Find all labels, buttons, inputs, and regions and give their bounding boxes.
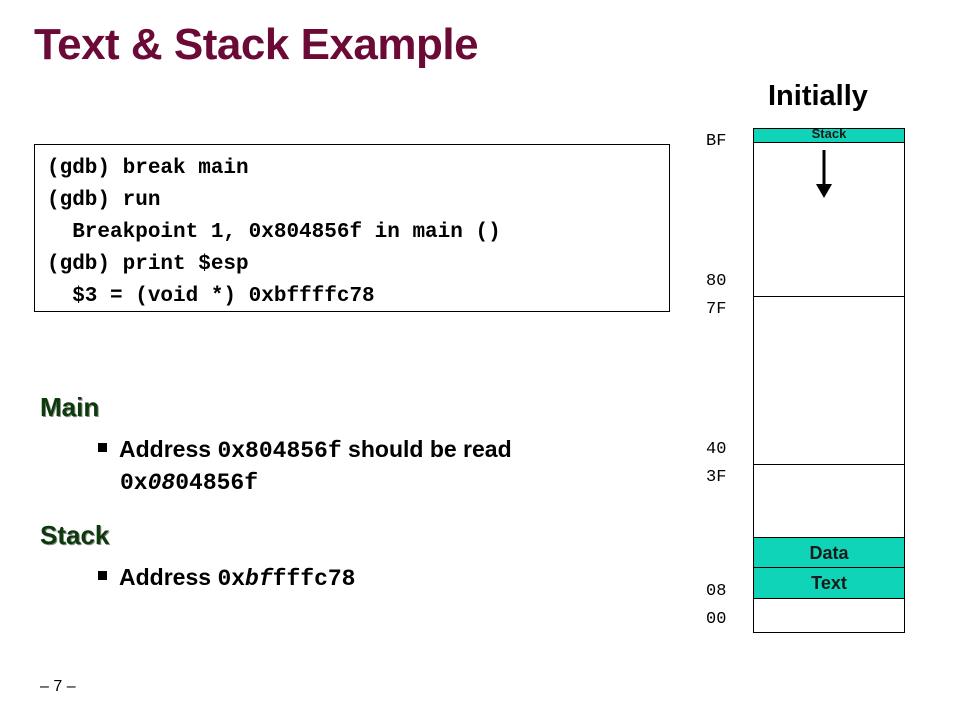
stack-bullet-code: 0xbffffc78 — [217, 566, 355, 592]
stack-bullet-prefix: Address — [119, 564, 218, 590]
data-segment: Data — [754, 537, 904, 568]
down-arrow-icon — [816, 150, 832, 198]
address-label-80: 80 — [706, 272, 727, 291]
gdb-line: (gdb) run — [47, 189, 161, 212]
data-segment-label: Data — [809, 543, 849, 563]
page-number: – 7 – — [40, 678, 76, 695]
main-bullet-suffix: should be read — [341, 436, 512, 462]
address-label-08: 08 — [706, 582, 727, 601]
stack-bullet: Address 0xbffffc78 — [98, 564, 355, 592]
main-bullet: Address 0x804856f should be read — [98, 436, 512, 464]
gdb-session-box: (gdb) break main (gdb) run Breakpoint 1,… — [34, 144, 670, 312]
diagram-label: Initially — [768, 80, 868, 112]
gdb-line: (gdb) break main — [47, 157, 249, 180]
gdb-line: (gdb) print $esp — [47, 253, 249, 276]
bullet-square-icon — [98, 443, 107, 453]
address-label-7f: 7F — [706, 300, 727, 319]
gdb-line: Breakpoint 1, 0x804856f in main () — [47, 221, 501, 244]
address-label-3f: 3F — [706, 468, 727, 487]
main-bullet-code: 0x804856f — [217, 438, 342, 464]
main-cont-prefix: 0x — [120, 470, 148, 496]
gdb-line: $3 = (void *) 0xbffffc78 — [47, 285, 375, 308]
bullet-square-icon — [98, 571, 107, 581]
stack-code-italic: bf — [245, 566, 273, 592]
main-bullet-continuation: 0x0804856f — [120, 470, 258, 496]
memory-layout: Stack Data Text — [753, 128, 905, 633]
memory-divider-80 — [754, 296, 904, 297]
main-heading: Main — [40, 392, 100, 422]
address-label-bf: BF — [706, 132, 727, 151]
memory-divider-40 — [754, 464, 904, 465]
text-segment-label: Text — [811, 573, 847, 593]
main-cont-italic: 08 — [147, 470, 176, 496]
stack-heading: Stack — [40, 520, 110, 550]
text-segment: Text — [754, 568, 904, 599]
address-label-00: 00 — [706, 610, 727, 629]
slide-title: Text & Stack Example — [34, 20, 479, 69]
stack-code-rest: fffc78 — [272, 566, 356, 592]
address-label-40: 40 — [706, 440, 727, 459]
stack-segment-label: Stack — [811, 129, 847, 141]
main-bullet-prefix: Address — [119, 436, 218, 462]
stack-code-prefix: 0x — [217, 566, 246, 592]
stack-segment: Stack — [754, 129, 904, 143]
main-cont-rest: 04856f — [175, 470, 259, 496]
